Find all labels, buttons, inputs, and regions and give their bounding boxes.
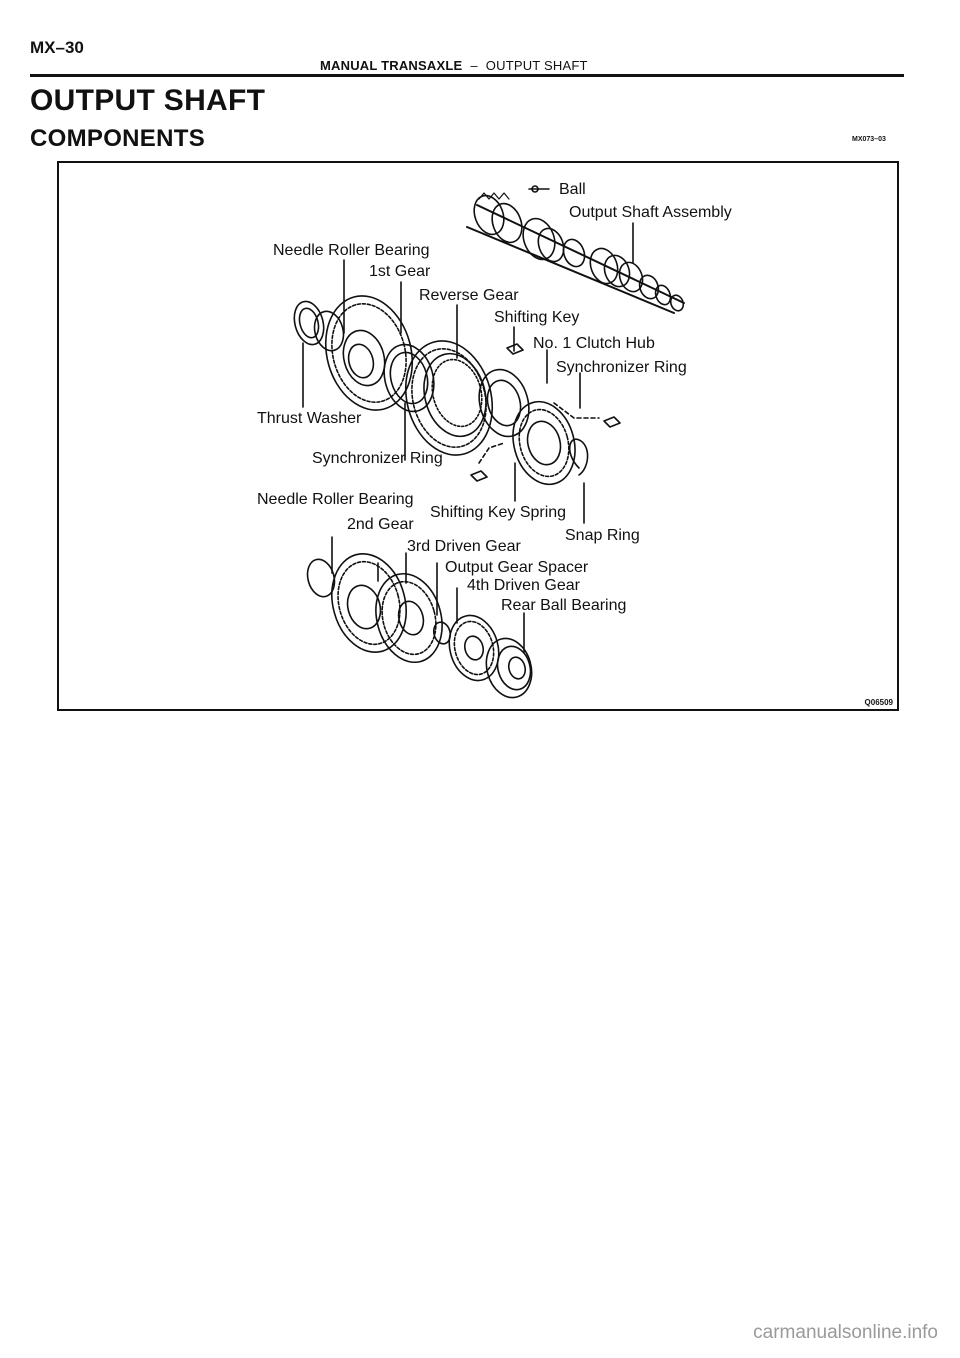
third-driven-gear-part xyxy=(375,572,443,664)
leader-dashed xyxy=(553,402,600,419)
needle-bearing-2-part xyxy=(306,558,336,598)
document-code: MX073–03 xyxy=(852,136,886,143)
label-thrust-washer: Thrust Washer xyxy=(257,410,362,427)
running-header: MANUAL TRANSAXLE–OUTPUT SHAFT xyxy=(320,58,588,73)
synchronizer-ring-1-part xyxy=(512,400,576,486)
header-section: MANUAL TRANSAXLE xyxy=(320,58,463,73)
rear-ball-bearing-part xyxy=(485,637,533,699)
output-shaft-assembly xyxy=(466,185,685,314)
synchronizer-ring-2-part xyxy=(383,343,435,413)
header-separator: – xyxy=(470,58,478,73)
ball-part xyxy=(531,185,539,193)
page-subtitle: COMPONENTS xyxy=(30,125,206,152)
label-output-gear-spacer: Output Gear Spacer xyxy=(445,559,589,576)
label-needle-roller-bearing-2: Needle Roller Bearing xyxy=(257,491,414,508)
components-diagram: Ball Output Shaft Assembly Needle Roller… xyxy=(57,161,899,711)
label-rear-ball-bearing: Rear Ball Bearing xyxy=(501,597,627,614)
leader-dashed-2 xyxy=(478,442,505,464)
header-rule xyxy=(30,74,904,77)
label-1st-gear: 1st Gear xyxy=(369,263,431,280)
shifting-key-part-2 xyxy=(603,416,621,428)
label-needle-roller-bearing-1: Needle Roller Bearing xyxy=(273,242,430,259)
label-shifting-key-spring: Shifting Key Spring xyxy=(430,504,567,521)
thrust-washer-part xyxy=(293,300,325,346)
label-shifting-key: Shifting Key xyxy=(494,309,580,326)
fourth-driven-gear-part xyxy=(448,614,500,682)
page-title: OUTPUT SHAFT xyxy=(30,84,266,117)
label-output-shaft-assembly: Output Shaft Assembly xyxy=(569,204,732,221)
exploded-view-drawing xyxy=(293,185,685,699)
output-gear-spacer-part xyxy=(432,621,452,645)
first-gear-part xyxy=(324,295,414,411)
label-synchronizer-ring-1: Synchronizer Ring xyxy=(556,359,687,376)
label-no1-clutch-hub: No. 1 Clutch Hub xyxy=(533,335,655,352)
label-ball: Ball xyxy=(559,181,586,198)
figure-code: Q06509 xyxy=(864,698,893,707)
label-reverse-gear: Reverse Gear xyxy=(419,287,519,304)
label-synchronizer-ring-2: Synchronizer Ring xyxy=(312,450,443,467)
second-gear-part xyxy=(331,553,407,653)
watermark: carmanualsonline.info xyxy=(753,1322,938,1343)
label-2nd-gear: 2nd Gear xyxy=(347,516,414,533)
shifting-key-part xyxy=(506,343,524,355)
needle-bearing-1-part xyxy=(313,310,345,352)
label-3rd-driven-gear: 3rd Driven Gear xyxy=(407,538,521,555)
label-snap-ring: Snap Ring xyxy=(565,527,640,544)
snap-ring-part xyxy=(569,438,589,476)
page-code: MX–30 xyxy=(30,38,84,57)
header-subsection: OUTPUT SHAFT xyxy=(485,58,588,73)
label-4th-driven-gear: 4th Driven Gear xyxy=(467,577,580,594)
shifting-key-spring-part xyxy=(470,470,488,482)
